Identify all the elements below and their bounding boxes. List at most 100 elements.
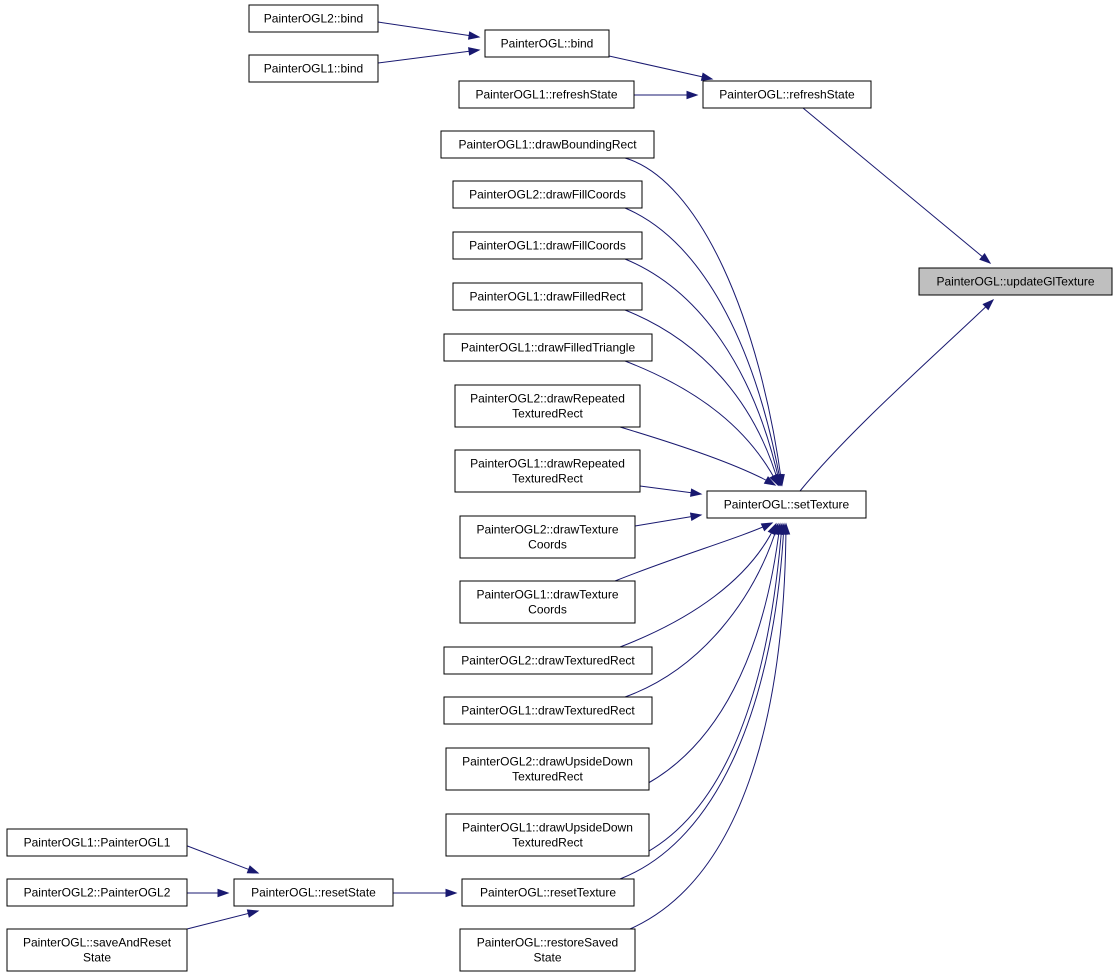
edge-resetState-to-resetTexture <box>393 888 458 898</box>
edge-line <box>624 360 779 486</box>
node-ogl2_drawTexturedRect[interactable]: PainterOGL2::drawTexturedRect <box>443 646 653 675</box>
node-ogl1_bind[interactable]: PainterOGL1::bind <box>248 54 379 83</box>
node-setTexture[interactable]: PainterOGL::setTexture <box>706 490 867 519</box>
node-label: PainterOGL1::drawUpsideDown <box>462 821 633 835</box>
node-resetState[interactable]: PainterOGL::resetState <box>233 878 394 907</box>
arrowhead <box>689 512 703 521</box>
node-box <box>454 384 641 428</box>
node-box <box>445 747 650 791</box>
node-label: State <box>83 951 111 965</box>
node-box <box>918 267 1113 296</box>
node-ogl2_ctor[interactable]: PainterOGL2::PainterOGL2 <box>6 878 188 907</box>
node-label: PainterOGL2::drawUpsideDown <box>462 755 633 769</box>
node-ogl2_bind[interactable]: PainterOGL2::bind <box>248 4 379 33</box>
edge-line <box>619 523 777 648</box>
node-box <box>443 333 653 362</box>
arrowhead <box>246 909 260 918</box>
arrowhead <box>760 522 774 532</box>
edge-ogl2_drawUpsideDownTexturedRect-to-setTexture <box>634 522 784 791</box>
node-label: PainterOGL2::drawRepeated <box>470 392 625 406</box>
arrowhead <box>769 473 779 487</box>
node-label: PainterOGL2::drawFillCoords <box>469 188 626 202</box>
node-ogl1_drawBoundingRect[interactable]: PainterOGL1::drawBoundingRect <box>440 130 655 159</box>
node-label: PainterOGL1::PainterOGL1 <box>24 836 171 850</box>
node-box <box>445 813 650 857</box>
node-box <box>461 878 635 907</box>
edge-line <box>802 107 991 264</box>
node-refreshState[interactable]: PainterOGL::refreshState <box>702 80 872 109</box>
node-bind[interactable]: PainterOGL::bind <box>484 29 610 58</box>
arrowhead <box>467 31 481 40</box>
edge-line <box>619 426 776 486</box>
node-box <box>233 878 394 907</box>
edge-line <box>639 523 783 857</box>
node-ogl1_drawFilledTriangle[interactable]: PainterOGL1::drawFilledTriangle <box>443 333 653 362</box>
node-label: TexturedRect <box>512 770 583 784</box>
node-box <box>452 180 643 209</box>
node-label: PainterOGL::restoreSaved <box>477 936 618 950</box>
edge-line <box>624 309 780 486</box>
arrowhead <box>979 252 992 264</box>
node-box <box>6 878 188 907</box>
edge-ogl2_drawRepeatedTexturedRect-to-setTexture <box>619 426 777 486</box>
node-label: PainterOGL1::drawBoundingRect <box>458 138 637 152</box>
node-label: PainterOGL::bind <box>501 37 594 51</box>
edge-line <box>634 523 781 791</box>
node-box <box>459 928 636 972</box>
node-box <box>248 4 379 33</box>
edge-line <box>799 299 994 492</box>
arrowhead <box>468 47 481 56</box>
edge-ogl1_drawUpsideDownTexturedRect-to-setTexture <box>639 522 786 857</box>
node-label: PainterOGL1::drawTexture <box>476 588 618 602</box>
edge-refreshState-to-updateGlTexture <box>802 107 992 264</box>
edge-ogl1_drawRepeatedTexturedRect-to-setTexture <box>639 485 703 497</box>
node-ogl1_ctor[interactable]: PainterOGL1::PainterOGL1 <box>6 828 188 857</box>
node-box <box>443 696 653 725</box>
node-ogl2_drawFillCoords[interactable]: PainterOGL2::drawFillCoords <box>452 180 643 209</box>
edge-ogl2_bind-to-bind <box>377 21 481 40</box>
node-box <box>443 646 653 675</box>
node-ogl1_drawFillCoords[interactable]: PainterOGL1::drawFillCoords <box>452 231 643 260</box>
edge-line <box>634 514 702 527</box>
edge-setTexture-to-updateGlTexture <box>799 298 995 492</box>
edge-ogl1_drawFilledTriangle-to-setTexture <box>624 360 779 487</box>
arrowhead <box>246 865 260 874</box>
node-label: PainterOGL::updateGlTexture <box>936 275 1094 289</box>
edge-ogl1_bind-to-bind <box>377 47 481 64</box>
node-label: TexturedRect <box>512 836 583 850</box>
edge-saveAndResetState-to-resetState <box>186 909 260 930</box>
node-resetTexture[interactable]: PainterOGL::resetTexture <box>461 878 635 907</box>
node-label: PainterOGL1::refreshState <box>475 88 617 102</box>
node-label: PainterOGL1::drawFillCoords <box>469 239 626 253</box>
node-label: TexturedRect <box>512 472 583 486</box>
node-ogl1_drawTexturedRect[interactable]: PainterOGL1::drawTexturedRect <box>443 696 653 725</box>
edge-line <box>624 157 783 486</box>
node-box <box>248 54 379 83</box>
node-updateGlTexture[interactable]: PainterOGL::updateGlTexture <box>918 267 1113 296</box>
node-label: PainterOGL::saveAndReset <box>23 936 172 950</box>
node-box <box>458 80 635 109</box>
edge-ogl2_drawTexturedRect-to-setTexture <box>619 522 777 648</box>
node-label: State <box>533 951 561 965</box>
node-box <box>459 515 636 559</box>
node-label: PainterOGL::resetState <box>251 886 376 900</box>
node-label: PainterOGL::setTexture <box>724 498 850 512</box>
node-ogl1_refreshState[interactable]: PainterOGL1::refreshState <box>458 80 635 109</box>
node-ogl1_drawFilledRect[interactable]: PainterOGL1::drawFilledRect <box>452 282 643 311</box>
node-label: PainterOGL1::drawRepeated <box>470 457 625 471</box>
node-label: Coords <box>528 538 567 552</box>
node-box <box>440 130 655 159</box>
edge-line <box>624 258 781 486</box>
edge-line <box>608 55 713 80</box>
edge-restoreSavedState-to-setTexture <box>629 522 791 930</box>
edge-ogl1_ctor-to-resetState <box>176 841 260 874</box>
